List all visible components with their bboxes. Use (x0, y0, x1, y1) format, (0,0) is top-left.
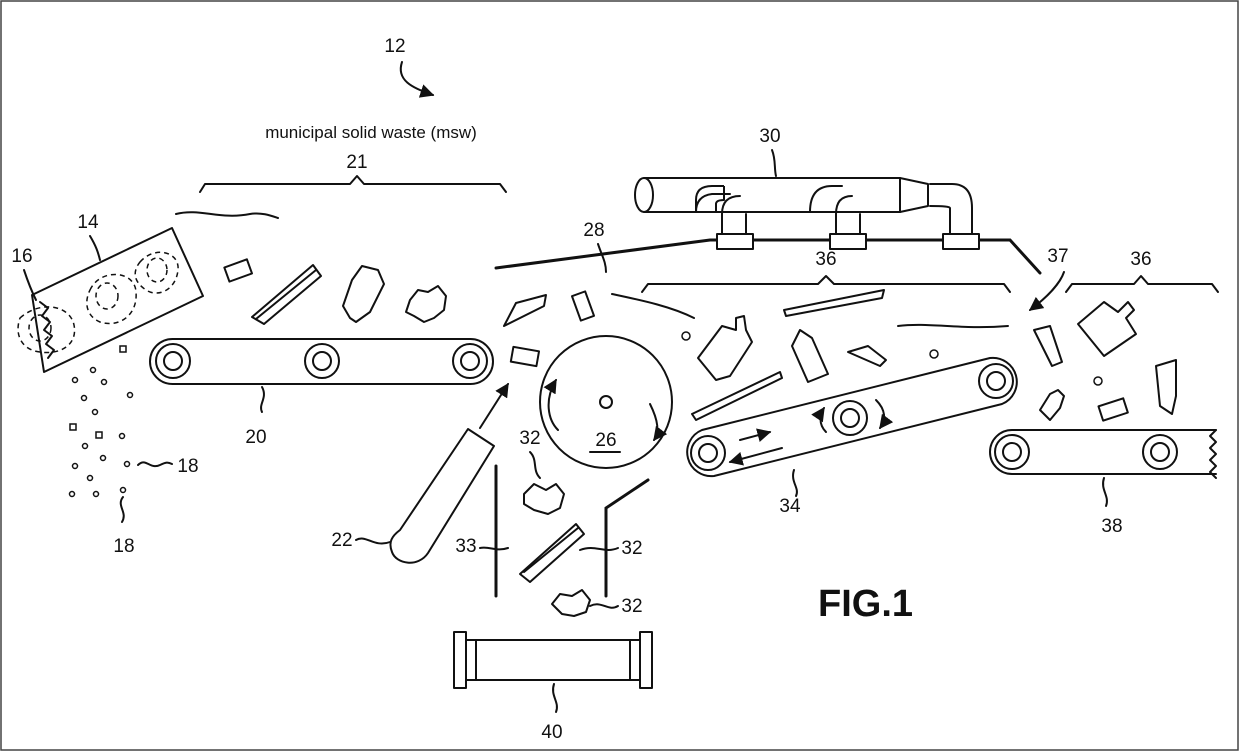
leader-20 (260, 386, 265, 413)
fines-18 (68, 345, 134, 498)
msw-caption: municipal solid waste (msw) (265, 123, 477, 142)
ref-label-12: 12 (384, 36, 405, 57)
leader-34 (792, 469, 798, 497)
debris-on-conveyor-20 (175, 211, 447, 325)
bin-40 (453, 631, 653, 689)
chute-33 (494, 464, 650, 598)
conveyor-20 (149, 338, 494, 385)
conveyor-38 (989, 429, 1217, 479)
air-arrow-22 (479, 382, 509, 429)
ref-label-14: 14 (77, 212, 99, 233)
ref-arrow-12 (399, 61, 435, 98)
ref-label-33: 33 (455, 536, 476, 557)
leader-18b (119, 496, 125, 523)
ref-label-22: 22 (331, 530, 352, 551)
ref-label-26: 26 (595, 430, 616, 451)
leader-22 (355, 537, 391, 545)
air-nozzle-22 (389, 428, 495, 564)
leader-32a (529, 451, 541, 479)
separation-drum-26 (539, 335, 673, 469)
leader-40 (552, 683, 558, 713)
brace-36b (1065, 275, 1219, 293)
leader-28 (597, 243, 607, 273)
leader-18a (137, 461, 173, 468)
ref-label-38: 38 (1101, 516, 1122, 537)
leader-33 (479, 546, 509, 551)
figure-label: FIG.1 (818, 583, 913, 625)
air-duct-30 (634, 177, 980, 250)
ref-label-30: 30 (759, 126, 780, 147)
ref-label-20: 20 (245, 427, 266, 448)
leader-16 (23, 269, 37, 301)
leader-14 (89, 235, 101, 261)
ref-label-18b: 18 (113, 536, 134, 557)
ref-label-28: 28 (583, 220, 604, 241)
leader-30 (771, 149, 777, 177)
leader-32c (589, 603, 619, 609)
ref-label-21: 21 (346, 152, 367, 173)
leader-38 (1102, 477, 1108, 507)
ref-label-18a: 18 (177, 456, 198, 477)
ref-label-34: 34 (779, 496, 801, 517)
leader-32b (579, 547, 619, 551)
ref-label-32a: 32 (519, 428, 540, 449)
arrow-37 (1028, 271, 1065, 311)
ref-label-36a: 36 (815, 249, 836, 270)
brace-36a (641, 275, 1011, 293)
ref-label-37: 37 (1047, 246, 1068, 267)
brace-21 (199, 175, 507, 193)
ref-label-32b: 32 (621, 538, 642, 559)
waste-bag-14 (17, 227, 204, 373)
ref-label-32c: 32 (621, 596, 642, 617)
heavy-debris-32 (519, 483, 591, 617)
ref-label-40: 40 (541, 722, 562, 743)
ref-label-16: 16 (11, 246, 32, 267)
debris-air-stream (503, 289, 1177, 422)
inclined-conveyor-34 (686, 356, 1018, 478)
ref-label-36b: 36 (1130, 249, 1151, 270)
